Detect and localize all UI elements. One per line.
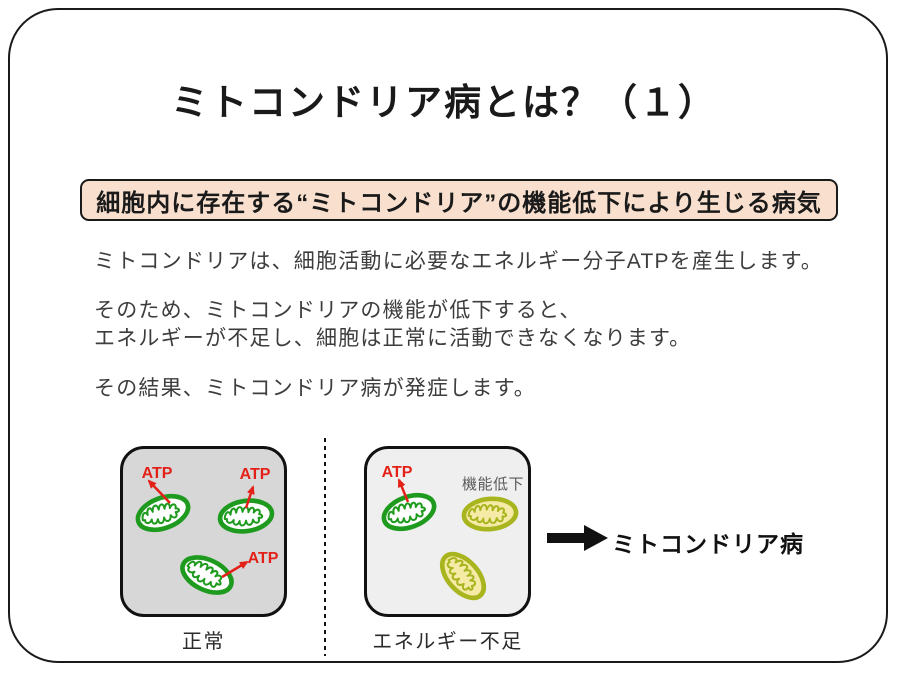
- right-arrow-icon: [547, 525, 608, 551]
- mitochondrion-healthy-icon: [379, 489, 438, 535]
- atp-arrow-icon: [147, 479, 171, 504]
- mitochondrion-healthy-icon: [177, 550, 237, 599]
- page-title: ミトコンドリア病とは？（１）: [171, 82, 717, 123]
- atp-label: ATP: [248, 550, 279, 567]
- mitochondrion-healthy-icon: [218, 497, 274, 534]
- normal-cell-diagram: ATP ATP ATP: [123, 465, 279, 614]
- mitochondrion-dysfunctional-icon: [434, 547, 491, 606]
- dysfunction-label: 機能低下: [462, 476, 524, 493]
- paragraph-dysfunction-line2: エネルギーが不足し、細胞は正常に活動できなくなります。: [94, 326, 692, 350]
- deficiency-caption: エネルギー不足: [372, 631, 523, 653]
- atp-label: ATP: [142, 465, 173, 482]
- atp-arrow-icon: [397, 478, 410, 503]
- definition-box: 細胞内に存在する“ミトコンドリア”の機能低下により生じる病気: [80, 179, 838, 221]
- atp-label: ATP: [240, 466, 271, 483]
- slide-frame: ミトコンドリア病とは？（１） 細胞内に存在する“ミトコンドリア”の機能低下により…: [8, 8, 888, 663]
- paragraph-dysfunction: そのため、ミトコンドリアの機能が低下すると、エネルギーが不足し、細胞は正常に活動…: [94, 297, 691, 352]
- energy-deficient-cell-diagram: ATP 機能低下: [367, 464, 524, 614]
- atp-label: ATP: [382, 464, 413, 481]
- result-label: ミトコンドリア病: [612, 531, 804, 557]
- normal-caption: 正常: [182, 631, 225, 653]
- atp-arrow-icon: [221, 560, 249, 579]
- dashed-divider: [324, 438, 326, 656]
- definition-text: 細胞内に存在する“ミトコンドリア”の機能低下により生じる病気: [96, 189, 822, 217]
- paragraph-atp-production: ミトコンドリアは、細胞活動に必要なエネルギー分子ATPを産生します。: [94, 250, 823, 273]
- paragraph-disease-result: その結果、ミトコンドリア病が発症します。: [94, 377, 536, 400]
- energy-deficient-cell-box: ATP 機能低下: [364, 446, 531, 617]
- atp-arrow-icon: [244, 485, 255, 509]
- paragraph-dysfunction-line1: そのため、ミトコンドリアの機能が低下すると、: [94, 299, 582, 322]
- normal-cell-box: ATP ATP ATP: [120, 446, 287, 617]
- mitochondrion-dysfunctional-icon: [463, 497, 518, 532]
